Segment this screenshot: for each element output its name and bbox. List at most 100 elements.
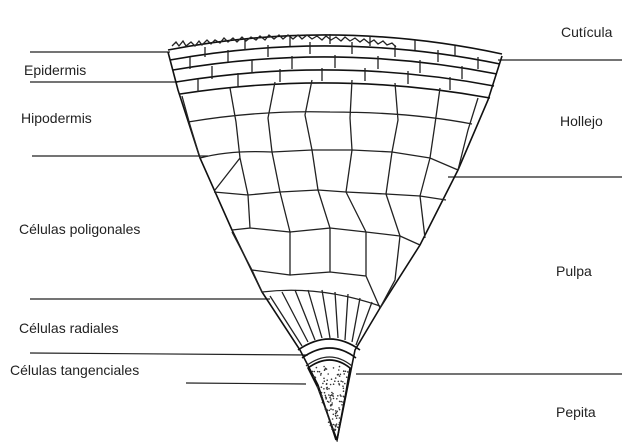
label-pepita: Pepita	[556, 404, 596, 420]
seed-dot	[318, 391, 320, 393]
seed-dot	[333, 424, 335, 426]
seed-dot	[312, 371, 314, 373]
seed-dot	[329, 397, 331, 399]
seed-dot	[336, 423, 338, 425]
seed-dot	[330, 405, 332, 407]
seed-dot	[328, 394, 330, 396]
seed-dot	[339, 409, 341, 411]
seed-dot	[327, 373, 329, 375]
seed-dot	[338, 424, 340, 426]
seed-dot	[322, 402, 324, 404]
label-cuticula: Cutícula	[561, 24, 612, 40]
seed-dot	[330, 425, 332, 427]
leader-lines	[30, 52, 622, 384]
seed-dot	[330, 398, 332, 400]
seed-dot	[331, 402, 333, 404]
seed-dot	[335, 410, 337, 412]
seed-dot	[338, 383, 340, 385]
seed-dot	[343, 370, 345, 372]
seed-dot	[333, 367, 335, 369]
seed-dot	[345, 371, 347, 373]
polygonal-row-3	[232, 228, 400, 308]
seed-dot	[320, 374, 322, 376]
seed-dot	[316, 367, 318, 369]
seed-dot	[326, 387, 328, 389]
seed-dot	[317, 387, 319, 389]
seed-dot	[331, 392, 333, 394]
hypodermis-cells	[182, 80, 478, 170]
seed-dot	[339, 401, 341, 403]
seed-dot	[336, 417, 338, 419]
label-epidermis: Epidermis	[24, 62, 86, 78]
seed-dot	[326, 383, 328, 385]
seed-dot	[323, 388, 325, 390]
seed-dot	[343, 388, 345, 390]
seed-dot	[338, 369, 340, 371]
seed-dot	[332, 418, 334, 420]
seed-dot	[333, 414, 335, 416]
seed-pepita	[308, 360, 350, 440]
seed-dot	[335, 429, 337, 431]
seed-dot	[330, 395, 332, 397]
seed-dot	[333, 383, 335, 385]
seed-dot	[339, 366, 341, 368]
seed-dot	[335, 415, 337, 417]
seed-dot	[329, 420, 331, 422]
epidermis-row-4	[180, 83, 490, 98]
seed-dot	[346, 376, 348, 378]
wedge-left-edge	[168, 52, 336, 440]
seed-dot	[332, 409, 334, 411]
seed-dot	[337, 415, 339, 417]
seed-dot	[327, 410, 329, 412]
seed-dot	[325, 368, 327, 370]
seed-dot	[322, 383, 324, 385]
seed-dot	[344, 383, 346, 385]
seed-dot	[335, 413, 337, 415]
seed-dot	[339, 422, 341, 424]
seed-dot	[314, 371, 316, 373]
seed-dot	[340, 401, 342, 403]
wedge-outline	[168, 35, 502, 440]
seed-dot	[313, 376, 315, 378]
seed-dot	[333, 398, 335, 400]
label-pulpa: Pulpa	[556, 263, 592, 279]
seed-dot	[342, 381, 344, 383]
seed-stipple	[312, 366, 349, 431]
seed-dot	[328, 388, 330, 390]
seed-dot	[321, 394, 323, 396]
cuticle-texture	[172, 35, 396, 47]
seed-dot	[337, 374, 339, 376]
seed-dot	[339, 417, 341, 419]
seed-dot	[332, 428, 334, 430]
seed-dot	[340, 380, 342, 382]
seed-dot	[338, 407, 340, 409]
seed-dot	[340, 395, 342, 397]
seed-dot	[337, 426, 339, 428]
label-hollejo: Hollejo	[560, 113, 603, 129]
seed-dot	[340, 374, 342, 376]
seed-dot	[317, 371, 319, 373]
seed-dot	[337, 395, 339, 397]
seed-dot	[347, 371, 349, 373]
seed-dot	[335, 426, 337, 428]
seed-dot	[324, 406, 326, 408]
seed-dot	[342, 385, 344, 387]
seed-dot	[331, 404, 333, 406]
seed-dot	[324, 380, 326, 382]
seed-dot	[332, 395, 334, 397]
polygonal-cells	[182, 80, 478, 308]
seed-dot	[321, 398, 323, 400]
seed-dot	[324, 392, 326, 394]
seed-dot	[330, 384, 332, 386]
seed-dot	[325, 395, 327, 397]
seed-dot	[327, 414, 329, 416]
seed-dot	[343, 396, 345, 398]
seed-dot	[326, 397, 328, 399]
seed-dot	[335, 377, 337, 379]
label-hipodermis: Hipodermis	[21, 110, 92, 126]
seed-dot	[330, 408, 332, 410]
seed-dot	[334, 380, 336, 382]
seed-dot	[321, 386, 323, 388]
seed-dot	[323, 366, 325, 368]
seed-dot	[328, 421, 330, 423]
